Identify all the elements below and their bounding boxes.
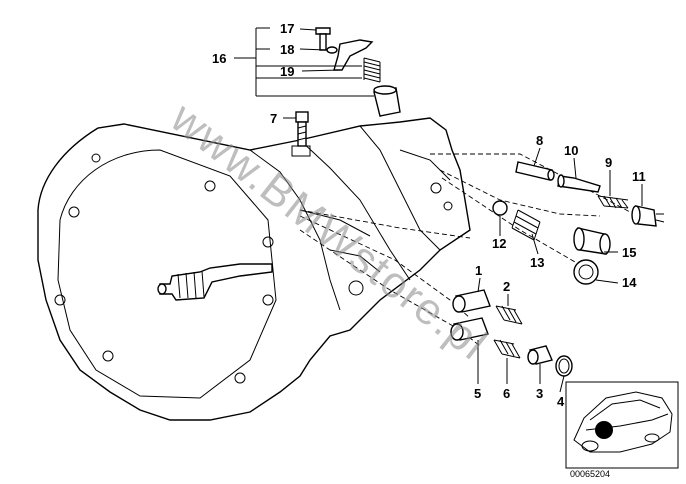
part-washer-18 xyxy=(326,46,338,54)
callout-8: 8 xyxy=(536,133,543,148)
vehicle-locator-inset: 00065204 xyxy=(565,381,679,479)
callout-17: 17 xyxy=(280,21,294,36)
part-switch-11 xyxy=(631,205,665,227)
callout-7: 7 xyxy=(270,111,277,126)
part-bolt-17 xyxy=(315,27,331,51)
part-detent-sleeve xyxy=(373,85,401,117)
part-ball-12 xyxy=(492,200,508,216)
callout-9: 9 xyxy=(605,155,612,170)
part-sleeve-5 xyxy=(450,317,489,341)
callout-3: 3 xyxy=(536,386,543,401)
part-screw-7 xyxy=(295,111,309,147)
part-plug-15 xyxy=(573,227,611,255)
callout-18: 18 xyxy=(280,42,294,57)
callout-5: 5 xyxy=(474,386,481,401)
part-sleeve-1 xyxy=(452,289,491,313)
part-spring-2 xyxy=(495,305,523,325)
callout-12: 12 xyxy=(492,236,506,251)
callout-14: 14 xyxy=(622,275,637,290)
callout-6: 6 xyxy=(503,386,510,401)
callout-11: 11 xyxy=(632,169,646,184)
part-spring-19 xyxy=(363,57,381,83)
part-plug-3 xyxy=(527,345,553,365)
part-circlip-4 xyxy=(555,355,573,377)
part-bracket xyxy=(333,39,374,71)
leader-lines xyxy=(234,27,643,393)
callout-2: 2 xyxy=(503,279,510,294)
part-spring-6 xyxy=(493,339,521,359)
callout-13: 13 xyxy=(530,255,544,270)
callout-10: 10 xyxy=(564,143,578,158)
callout-15: 15 xyxy=(622,245,636,260)
callout-4: 4 xyxy=(557,394,565,409)
callout-16: 16 xyxy=(212,51,226,66)
part-cap-14 xyxy=(573,259,599,285)
part-spring-9 xyxy=(597,195,629,209)
callout-1: 1 xyxy=(475,263,482,278)
gearbox-housing xyxy=(37,117,471,421)
callout-labels: 17 18 19 16 7 8 10 9 11 12 13 15 14 1 2 … xyxy=(212,21,646,409)
part-plunger-10 xyxy=(557,174,601,193)
reference-code: 00065204 xyxy=(570,469,610,479)
part-pin-8 xyxy=(515,161,555,181)
location-marker-icon xyxy=(595,421,613,439)
part-spring-13 xyxy=(511,209,541,241)
callout-19: 19 xyxy=(280,64,294,79)
